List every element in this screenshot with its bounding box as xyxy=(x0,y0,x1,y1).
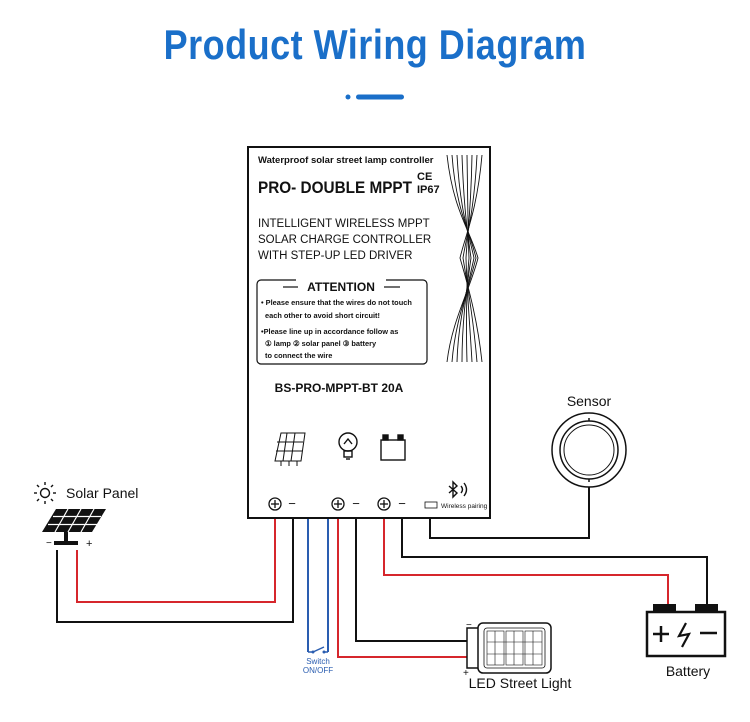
attention-line-5: to connect the wire xyxy=(265,351,332,360)
sensor-wire xyxy=(429,487,590,539)
model-number: BS-PRO-MPPT-BT 20A xyxy=(275,381,404,395)
led-plus: + xyxy=(463,668,469,679)
attention-line-3: •Please line up in accordance follow as xyxy=(261,327,398,336)
ce-mark: CE xyxy=(417,171,432,183)
attention-line-1: • Please ensure that the wires do not to… xyxy=(261,298,412,307)
solar-panel-label: Solar Panel xyxy=(66,485,138,501)
controller-header: Waterproof solar street lamp controller xyxy=(258,155,434,166)
solar-panel-minus: − xyxy=(46,538,52,549)
attention-line-2: each other to avoid short circuit! xyxy=(265,311,380,320)
solar-minus: − xyxy=(288,496,296,511)
lamp-minus: − xyxy=(352,496,360,511)
wireless-pairing-label: Wireless pairing xyxy=(441,503,488,510)
bluetooth-icon xyxy=(448,480,468,499)
solar-panel: Solar Panel − + xyxy=(34,482,138,550)
solar-panel-terminal-icon xyxy=(274,432,306,466)
battery-label: Battery xyxy=(666,663,710,679)
sensor-label: Sensor xyxy=(567,393,612,409)
terminals: − − − xyxy=(268,496,406,511)
battery-positive-wire xyxy=(383,512,669,604)
ip-rating: IP67 xyxy=(417,184,440,196)
controller-brand: PRO- DOUBLE MPPT xyxy=(258,178,413,197)
page-title: Product Wiring Diagram xyxy=(163,20,587,69)
wires xyxy=(56,487,708,658)
led-street-light: − + LED Street Light xyxy=(463,620,571,691)
lamp-positive-wire xyxy=(337,512,467,658)
pairing-key-icon xyxy=(424,501,438,509)
solar-negative-wire xyxy=(56,512,294,623)
controller-desc-2: SOLAR CHARGE CONTROLLER xyxy=(258,234,431,246)
battery-minus: − xyxy=(398,496,406,511)
title-accent xyxy=(345,94,404,100)
decorative-twist-lines xyxy=(446,154,483,363)
controller-box: Waterproof solar street lamp controller … xyxy=(247,146,491,519)
lightbulb-icon xyxy=(338,432,358,460)
battery-negative-wire xyxy=(401,512,708,604)
attention-title: ATTENTION xyxy=(307,280,375,294)
sun-icon xyxy=(34,482,56,504)
sensor: Sensor xyxy=(551,393,627,488)
solar-panel-plus: + xyxy=(86,538,92,550)
led-street-light-label: LED Street Light xyxy=(469,675,572,691)
lamp-negative-wire xyxy=(355,512,467,642)
led-minus: − xyxy=(466,620,472,631)
controller-desc-3: WITH STEP-UP LED DRIVER xyxy=(258,250,412,262)
attention-line-4: ① lamp ② solar panel ③ battery xyxy=(265,339,377,348)
solar-panel-icon xyxy=(42,508,106,545)
battery-icon xyxy=(645,604,727,658)
switch-label-2: ON/OFF xyxy=(303,666,333,675)
switch-label-1: Switch xyxy=(306,657,330,666)
solar-positive-wire xyxy=(76,512,276,603)
battery-terminal-icon xyxy=(380,434,406,461)
switch-icon xyxy=(308,646,328,654)
controller-desc-1: INTELLIGENT WIRELESS MPPT xyxy=(258,218,430,230)
